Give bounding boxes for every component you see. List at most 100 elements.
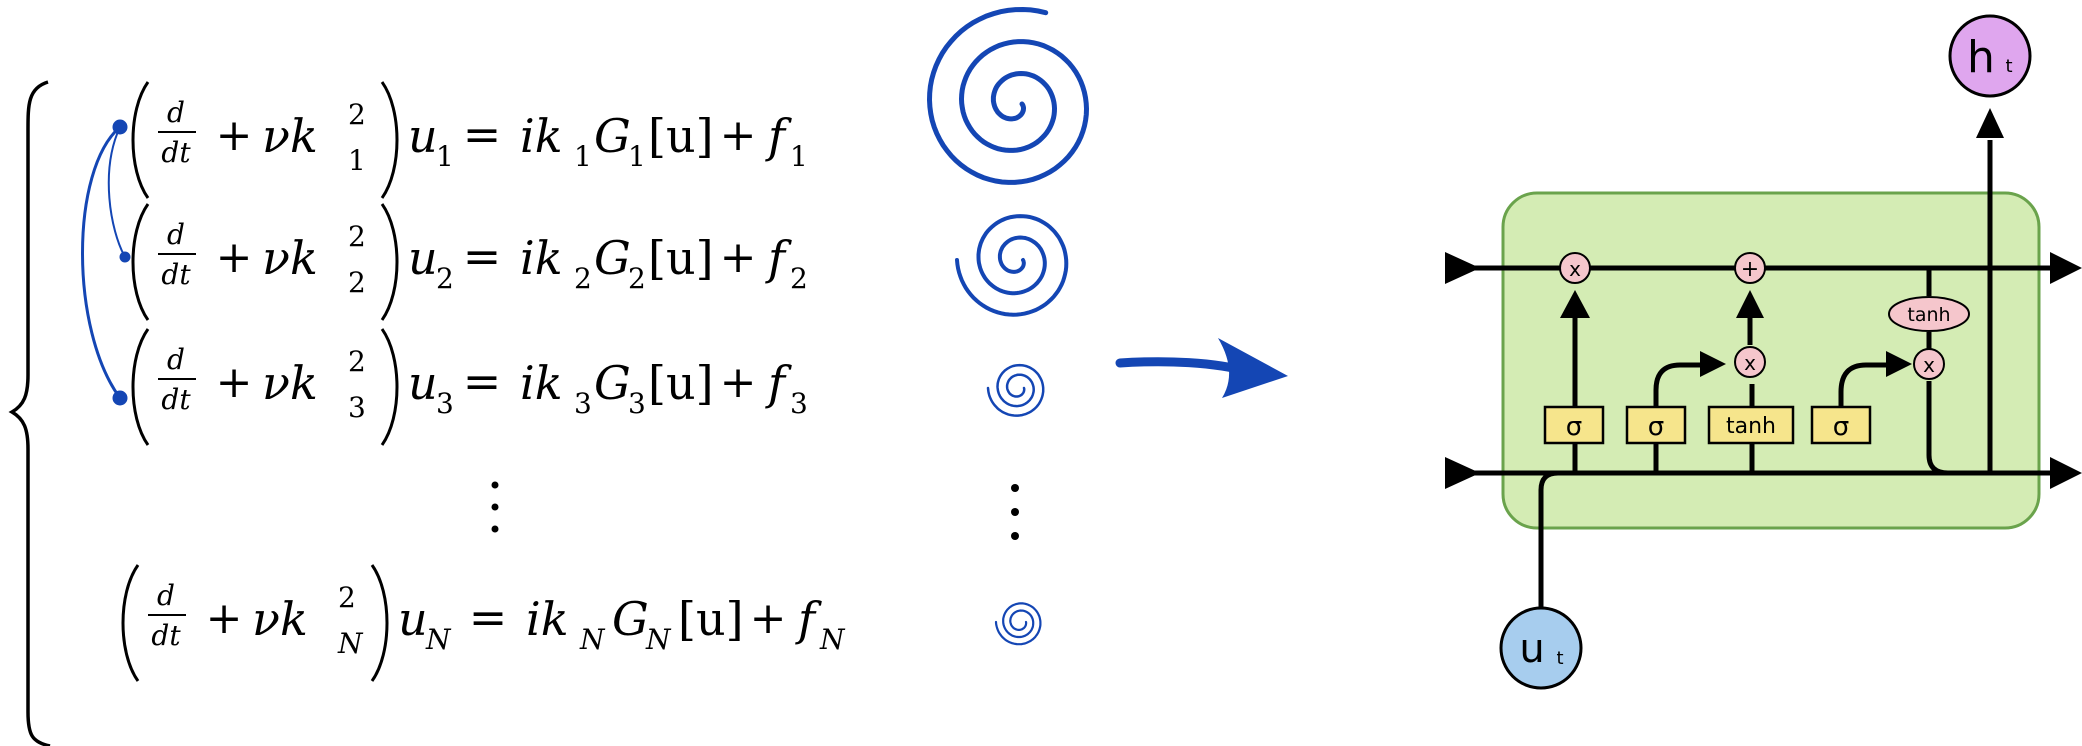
gate-output: σ bbox=[1810, 405, 1872, 445]
subscript: 1 bbox=[436, 140, 454, 173]
ik: ik bbox=[520, 231, 563, 285]
op-multiply-forget: x bbox=[1559, 252, 1591, 284]
input-label: u bbox=[1519, 626, 1544, 672]
subscript: 2 bbox=[790, 262, 808, 295]
subscript: 2 bbox=[436, 262, 454, 295]
subscript: 3 bbox=[436, 387, 454, 420]
gate-input-label: σ bbox=[1648, 412, 1664, 442]
subscript: 1 bbox=[790, 140, 808, 173]
subscript: 1 bbox=[348, 144, 366, 177]
u-var: u bbox=[398, 592, 428, 646]
transform-arrow bbox=[1115, 338, 1288, 398]
f-var: f bbox=[795, 592, 822, 646]
plus-sign: + bbox=[216, 357, 253, 408]
op-tanh-label: tanh bbox=[1907, 304, 1950, 326]
lstm-cell-diagram: x + x x tanh σ σ tanh bbox=[1445, 14, 2082, 690]
frac-numerator: d bbox=[157, 579, 175, 612]
subscript: 3 bbox=[790, 387, 808, 420]
ik: ik bbox=[520, 356, 563, 410]
bracket-u: [u] bbox=[648, 356, 714, 410]
gate-forget: σ bbox=[1543, 405, 1605, 445]
gate-candidate: tanh bbox=[1707, 405, 1795, 445]
equals-sign: = bbox=[463, 107, 502, 161]
output-node-ht: h t bbox=[1948, 14, 2032, 98]
frac-numerator: d bbox=[167, 218, 185, 251]
op-add-label: + bbox=[1741, 257, 1759, 282]
nu-k: νk bbox=[262, 356, 318, 410]
subscript: N bbox=[337, 627, 364, 660]
coupling-arcs bbox=[81, 119, 131, 406]
G-var: G bbox=[594, 231, 631, 285]
op-multiply-label: x bbox=[1923, 353, 1935, 377]
plus-sign: + bbox=[216, 110, 253, 161]
vertical-ellipsis-spirals bbox=[1011, 484, 1019, 540]
nu-k: νk bbox=[262, 231, 318, 285]
subscript: 1 bbox=[628, 140, 646, 173]
f-var: f bbox=[765, 231, 792, 285]
G-var: G bbox=[594, 356, 631, 410]
input-sub: t bbox=[1556, 648, 1563, 669]
frac-denominator: dt bbox=[161, 383, 191, 416]
op-multiply-label: x bbox=[1569, 257, 1581, 281]
nu-k: νk bbox=[262, 109, 318, 163]
f-var: f bbox=[765, 109, 792, 163]
gate-forget-label: σ bbox=[1566, 412, 1582, 442]
paren-close bbox=[380, 328, 399, 446]
bracket-u: [u] bbox=[648, 109, 714, 163]
superscript: 2 bbox=[348, 98, 366, 131]
spiral bbox=[986, 363, 1045, 417]
vertical-ellipsis-equations bbox=[491, 481, 499, 533]
superscript: 2 bbox=[348, 220, 366, 253]
input-node-ut: u t bbox=[1499, 606, 1583, 690]
u-var: u bbox=[408, 109, 438, 163]
op-multiply-output: x bbox=[1913, 348, 1945, 380]
ik: ik bbox=[526, 592, 569, 646]
subscript: N bbox=[425, 623, 452, 656]
bracket-u: [u] bbox=[678, 592, 744, 646]
subscript: 2 bbox=[574, 262, 592, 295]
subscript: 2 bbox=[628, 262, 646, 295]
plus-sign: + bbox=[720, 110, 757, 161]
G-var: G bbox=[594, 109, 631, 163]
subscript: 2 bbox=[348, 266, 366, 299]
frac-numerator: d bbox=[167, 343, 185, 376]
left-brace bbox=[8, 80, 51, 746]
equals-sign: = bbox=[469, 590, 508, 644]
superscript: 2 bbox=[338, 581, 356, 614]
equals-sign: = bbox=[463, 354, 502, 408]
frac-numerator: d bbox=[167, 96, 185, 129]
G-var: G bbox=[612, 592, 649, 646]
paren-open bbox=[131, 81, 150, 199]
frac-denominator: dt bbox=[161, 258, 191, 291]
op-tanh-ellipse: tanh bbox=[1888, 296, 1970, 332]
f-var: f bbox=[765, 356, 792, 410]
gate-candidate-label: tanh bbox=[1726, 414, 1776, 439]
op-multiply-label: x bbox=[1744, 351, 1756, 375]
paren-open bbox=[131, 328, 150, 446]
output-sub: t bbox=[2005, 56, 2012, 77]
frac-denominator: dt bbox=[161, 136, 191, 169]
paren-open bbox=[131, 203, 150, 321]
spiral bbox=[955, 214, 1069, 317]
paren-close bbox=[370, 564, 389, 682]
subscript: 3 bbox=[348, 391, 366, 424]
energy-spirals bbox=[926, 6, 1090, 646]
op-multiply-input: x bbox=[1734, 346, 1766, 378]
nu-k: νk bbox=[252, 592, 308, 646]
paren-close bbox=[380, 203, 399, 321]
paren-open bbox=[121, 564, 140, 682]
u-var: u bbox=[408, 231, 438, 285]
subscript: 1 bbox=[574, 140, 592, 173]
paren-close bbox=[380, 81, 399, 199]
frac-denominator: dt bbox=[151, 619, 181, 652]
lstm-cell-box bbox=[1501, 191, 2041, 530]
plus-sign: + bbox=[720, 232, 757, 283]
gate-input: σ bbox=[1625, 405, 1687, 445]
superscript: 2 bbox=[348, 345, 366, 378]
ik: ik bbox=[520, 109, 563, 163]
